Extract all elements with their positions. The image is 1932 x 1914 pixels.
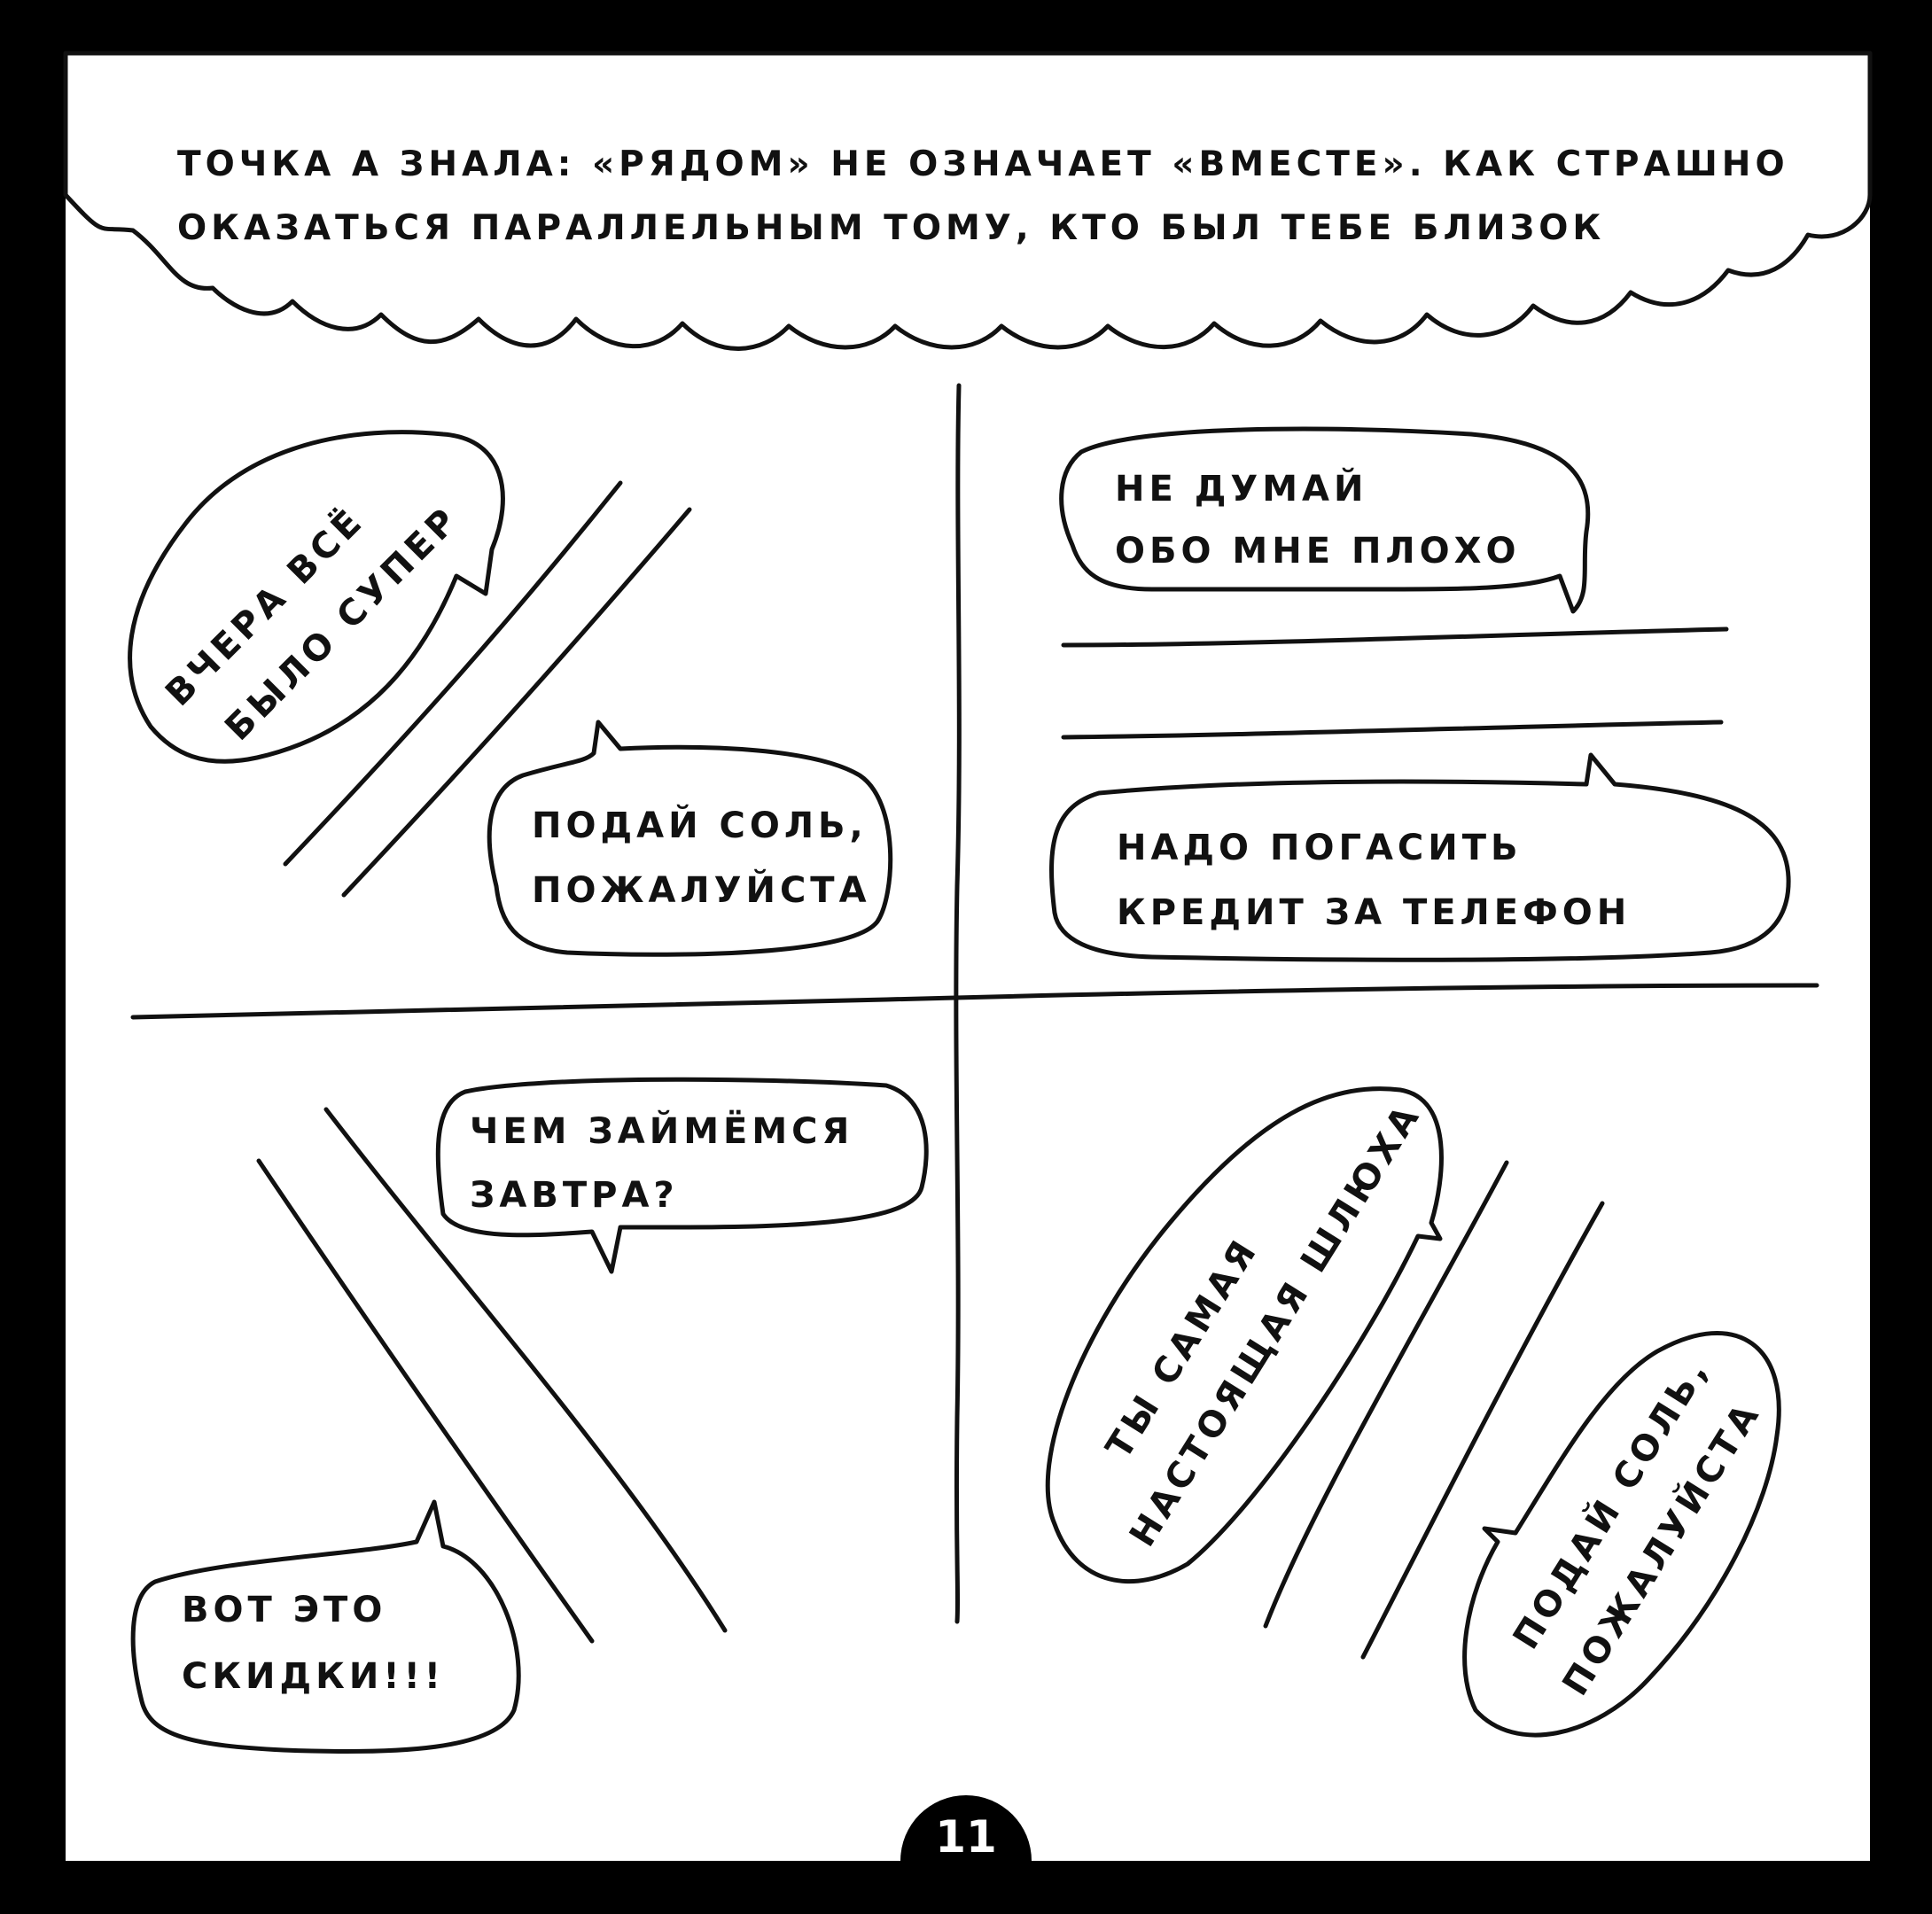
speech-bubble-outline — [1462, 1331, 1781, 1738]
parallel-line — [1061, 626, 1729, 648]
speech-text: ЧЕМ ЗАЙМЁМСЯ — [470, 1109, 853, 1152]
speech-bubble-outline — [1049, 752, 1791, 962]
parallel-line — [283, 480, 623, 867]
parallel-line — [256, 1158, 595, 1644]
caption-cloud-outline — [63, 51, 1873, 351]
speech-bubble: ТЫ САМАЯ НАСТОЯЩАЯ ШЛЮХА — [1045, 1086, 1444, 1583]
caption-line-1: ТОЧКА А ЗНАЛА: «РЯДОМ» НЕ ОЗНАЧАЕТ «ВМЕС… — [177, 144, 1789, 184]
speech-bubble-outline — [487, 720, 893, 957]
speech-bubble-outline — [1045, 1086, 1444, 1583]
caption-line-2: ОКАЗАТЬСЯ ПАРАЛЛЕЛЬНЫМ ТОМУ, КТО БЫЛ ТЕБ… — [177, 208, 1605, 248]
parallel-line — [341, 507, 692, 898]
parallel-line — [323, 1107, 728, 1633]
page-frame-bottom — [0, 1861, 1932, 1914]
parallel-line — [1360, 1201, 1605, 1660]
speech-bubble: ПОДАЙ СОЛЬ, ПОЖАЛУЙСТА — [487, 720, 893, 957]
speech-bubble: НЕ ДУМАЙ ОБО МНЕ ПЛОХО — [1059, 426, 1591, 614]
speech-text: КРЕДИТ ЗА ТЕЛЕФОН — [1117, 892, 1631, 933]
speech-text: НЕ ДУМАЙ — [1115, 467, 1367, 510]
vertical-divider — [954, 383, 962, 1624]
speech-bubble: ЧЕМ ЗАЙМЁМСЯ ЗАВТРА? — [435, 1077, 929, 1274]
speech-bubble: НАДО ПОГАСИТЬ КРЕДИТ ЗА ТЕЛЕФОН — [1049, 752, 1791, 962]
parallel-line — [1263, 1160, 1509, 1629]
speech-bubble: ВЧЕРА ВСЁ БЫЛО СУПЕР — [128, 430, 505, 764]
page-number: 11 — [935, 1811, 997, 1863]
speech-text: ПОДАЙ СОЛЬ, — [532, 804, 868, 846]
speech-text: ЗАВТРА? — [470, 1175, 679, 1216]
speech-bubble-outline — [435, 1077, 929, 1274]
caption-cloud: ТОЧКА А ЗНАЛА: «РЯДОМ» НЕ ОЗНАЧАЕТ «ВМЕС… — [63, 51, 1873, 351]
speech-bubble: ПОДАЙ СОЛЬ, ПОЖАЛУЙСТА — [1462, 1331, 1781, 1738]
speech-text: СКИДКИ!!! — [182, 1656, 445, 1697]
speech-text: НАДО ПОГАСИТЬ — [1117, 828, 1523, 868]
horizontal-divider — [130, 983, 1819, 1020]
speech-bubble-outline — [1059, 426, 1591, 614]
parallel-line — [1061, 720, 1724, 740]
speech-text: ОБО МНЕ ПЛОХО — [1115, 531, 1521, 572]
speech-bubble-outline — [130, 1499, 521, 1754]
speech-bubble-outline — [128, 430, 505, 764]
speech-text: ВОТ ЭТО — [182, 1590, 386, 1630]
speech-bubble: ВОТ ЭТО СКИДКИ!!! — [130, 1499, 521, 1754]
speech-text: ПОЖАЛУЙСТА — [532, 868, 871, 911]
